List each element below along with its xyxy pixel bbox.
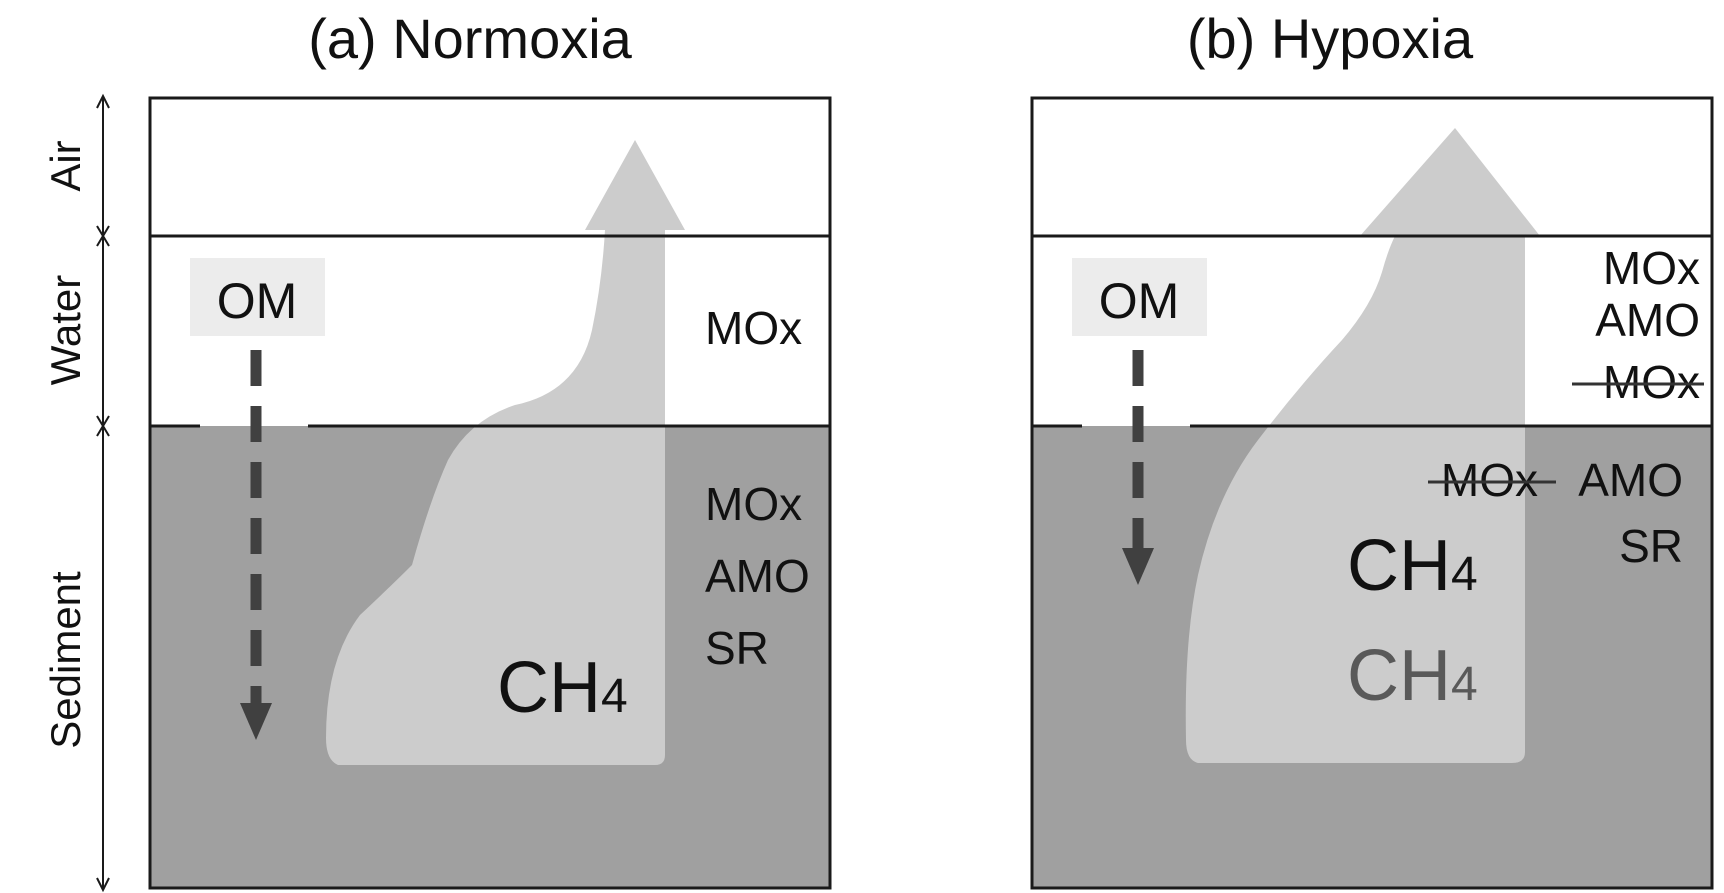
panel-a-om-box [190, 258, 325, 336]
axis-arrow-top [96, 93, 110, 109]
panel-b: (b) Hypoxia OM MOx AMO MOx MOx AMO SR CH… [1030, 7, 1714, 890]
panel-a-om-arrow-head [240, 703, 272, 740]
panel-b-water-process-1: MOx [1603, 242, 1700, 294]
panel-a-water-process: MOx [705, 302, 802, 354]
water-label: Water [42, 275, 89, 385]
panel-a-om-label: OM [217, 273, 298, 329]
panel-a: (a) Normoxia OM MOx MOx AMO SR CH4 [148, 7, 832, 890]
sediment-label: Sediment [42, 571, 89, 749]
panel-b-water-process-2: AMO [1595, 294, 1700, 346]
panel-a-methane-plume [326, 140, 685, 765]
panel-a-title: (a) Normoxia [308, 7, 632, 70]
panel-b-sediment-struck-process: MOx [1441, 454, 1538, 506]
panel-a-sed-process-2: AMO [705, 550, 810, 602]
panel-a-frame [148, 96, 832, 890]
panel-b-ch4-faded-label: CH4 [1347, 636, 1478, 716]
axis-tick-water-sediment [96, 415, 110, 437]
panel-b-om-arrow-head [1122, 548, 1154, 585]
panel-a-ch4-label: CH4 [497, 648, 628, 728]
panel-b-sed-process-1: AMO [1578, 454, 1683, 506]
air-label: Air [42, 140, 89, 191]
side-scale: Air Water Sediment [42, 93, 110, 893]
panel-b-frame [1030, 96, 1714, 890]
panel-b-om-box [1072, 258, 1207, 336]
panel-a-sed-process-1: MOx [705, 478, 802, 530]
panel-b-sed-process-2: SR [1619, 520, 1683, 572]
panel-b-methane-plume [1185, 128, 1540, 763]
panel-b-ch4-label: CH4 [1347, 526, 1478, 606]
axis-arrow-bottom [96, 877, 110, 893]
panel-b-om-label: OM [1099, 273, 1180, 329]
panel-b-water-struck-process: MOx [1603, 356, 1700, 408]
panel-b-title: (b) Hypoxia [1187, 7, 1474, 70]
axis-tick-air-water [96, 225, 110, 247]
panel-a-sed-process-3: SR [705, 622, 769, 674]
